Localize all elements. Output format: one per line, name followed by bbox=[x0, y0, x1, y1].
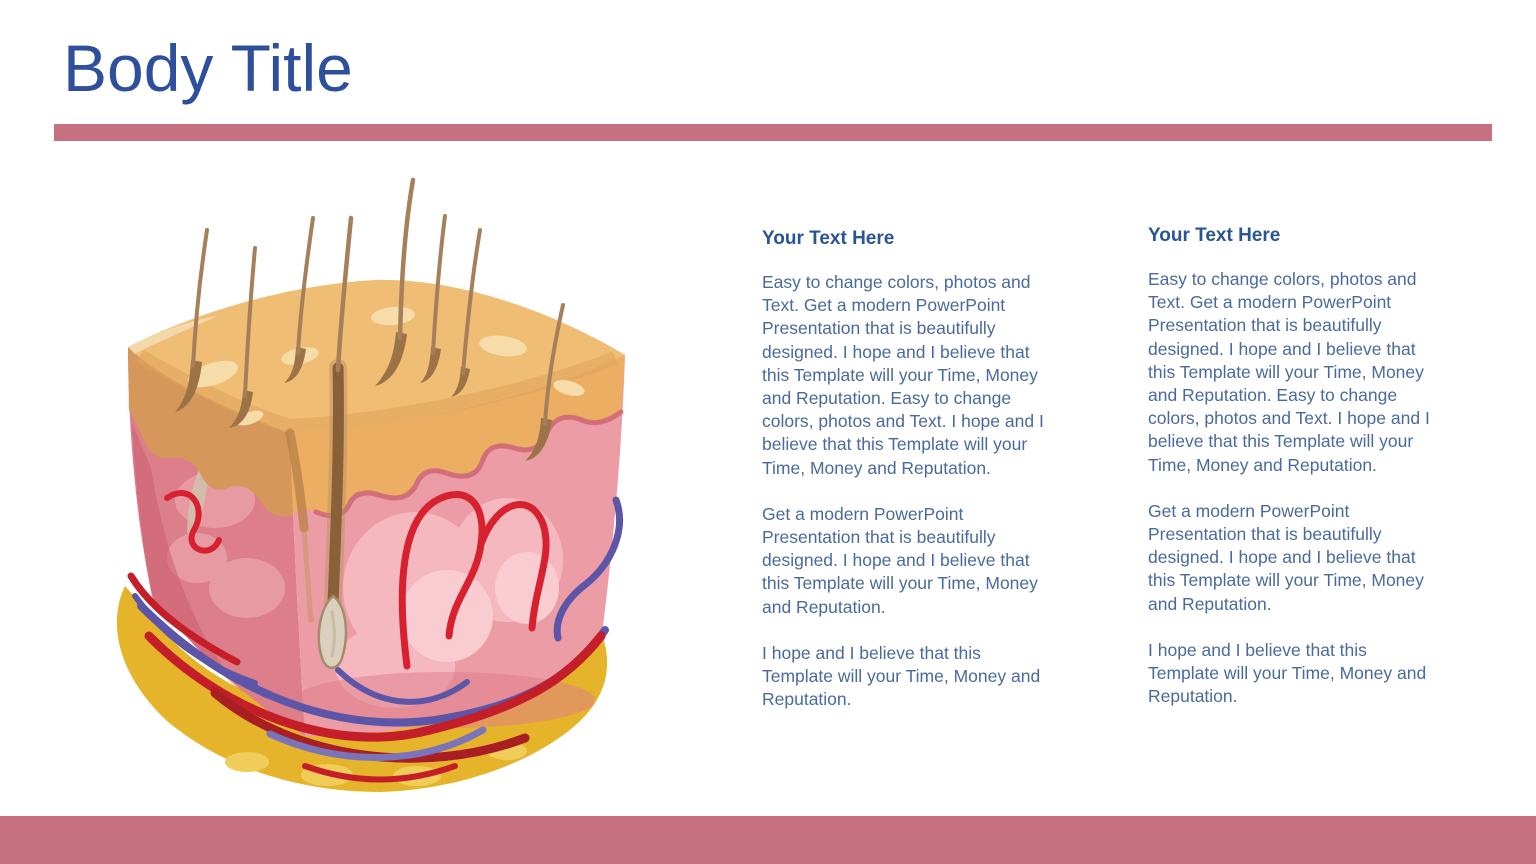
column-1-heading: Your Text Here bbox=[762, 228, 895, 249]
blood-vessels-lower bbox=[127, 572, 609, 783]
hair-follicle bbox=[317, 359, 348, 669]
text-column-2: Your Text Here Easy to change colors, ph… bbox=[1148, 225, 1430, 708]
column-1-paragraph: Get a modern PowerPoint Presentation tha… bbox=[762, 503, 1038, 617]
epidermis-layer bbox=[128, 279, 625, 623]
follicle-bulb bbox=[317, 594, 348, 669]
column-2-paragraph: I hope and I believe that this Template … bbox=[1148, 639, 1427, 707]
text-column-1: Your Text Here Easy to change colors, ph… bbox=[762, 228, 1044, 711]
epidermis-left-band bbox=[128, 347, 293, 517]
column-2-heading: Your Text Here bbox=[1148, 225, 1281, 246]
page-title: Body Title bbox=[63, 31, 353, 105]
column-2-paragraph: Easy to change colors, photos and Text. … bbox=[1148, 269, 1430, 475]
hairs bbox=[191, 177, 565, 426]
blood-vessels-loops bbox=[164, 490, 623, 705]
footer-accent-bar bbox=[0, 816, 1536, 864]
title-underline-bar bbox=[54, 124, 1492, 141]
column-1-paragraph: Easy to change colors, photos and Text. … bbox=[762, 272, 1044, 478]
epidermis-right-band bbox=[290, 355, 625, 516]
follicle-openings bbox=[175, 332, 552, 461]
column-1-paragraph: I hope and I believe that this Template … bbox=[762, 642, 1041, 710]
skin-anatomy-illustration bbox=[116, 177, 625, 792]
column-2-paragraph: Get a modern PowerPoint Presentation tha… bbox=[1148, 500, 1424, 614]
